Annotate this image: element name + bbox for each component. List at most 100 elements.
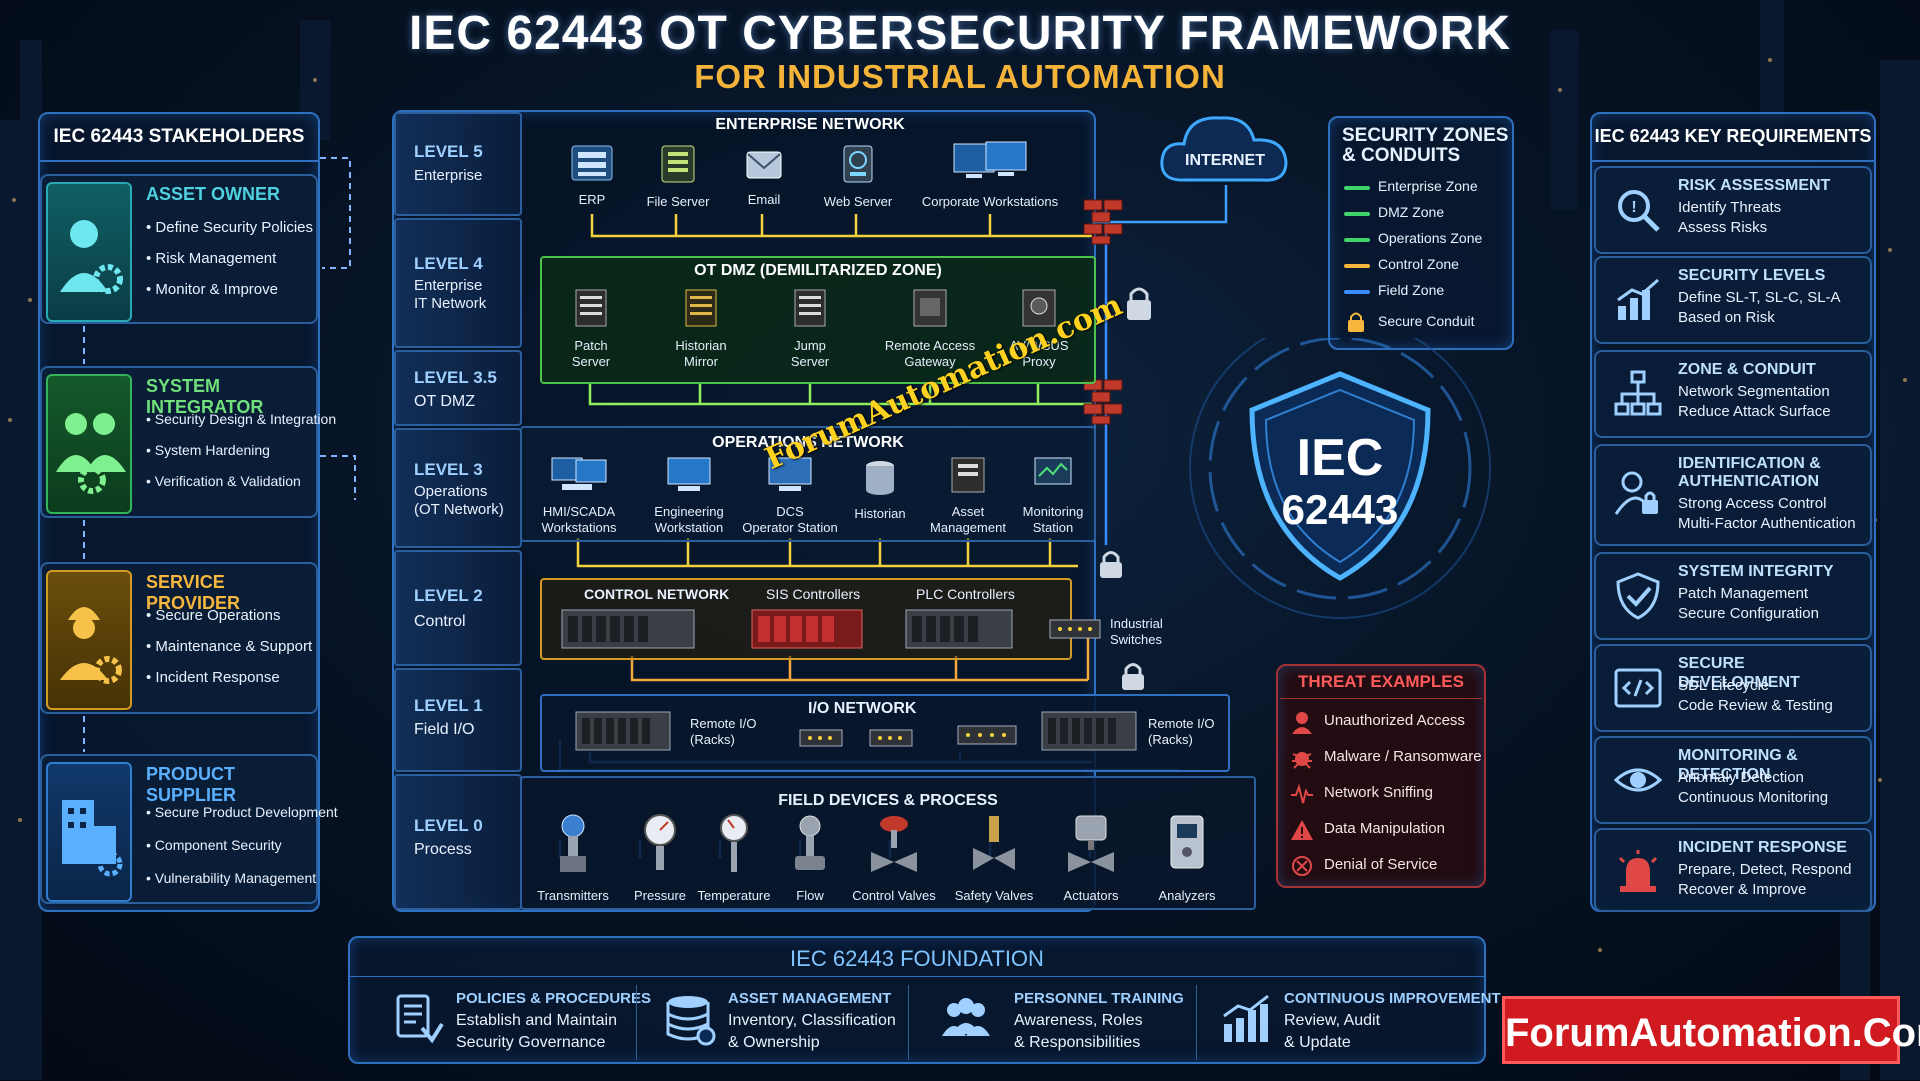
device-label: Switches: [1110, 632, 1163, 647]
requirement-title: RISK ASSESSMENT: [1678, 177, 1831, 194]
requirement-title: MONITORING & DETECTION: [1678, 747, 1798, 783]
stakeholder-list: Define Security Policies Risk Management…: [146, 212, 313, 305]
brand-logo[interactable]: ForumAutomation.Com: [1502, 996, 1920, 1064]
cloud-icon: [1160, 116, 1288, 182]
device-label: Industrial: [1110, 616, 1163, 631]
foundation-title: PERSONNEL TRAINING: [1014, 990, 1184, 1007]
device-label: Actuators: [1063, 888, 1119, 903]
device-label: Control Valves: [852, 888, 936, 903]
foundation-personnel-training: PERSONNEL TRAINING Awareness, Roles & Re…: [936, 990, 1186, 1070]
stakeholder-list: Security Design & Integration System Har…: [146, 404, 336, 497]
database-icon: [666, 996, 716, 1046]
padlock-icon: [1122, 663, 1144, 690]
bug-icon: [1292, 752, 1312, 769]
device-email: Email: [734, 146, 794, 208]
worker-gear-icon: [46, 570, 132, 710]
sis-controllers-title: SIS Controllers: [766, 586, 861, 602]
factory-gear-icon: [46, 762, 132, 902]
foundation-title: POLICIES & PROCEDURES: [456, 990, 652, 1007]
device-label: Email: [747, 192, 781, 207]
requirement-desc: Code Review & Testing: [1678, 697, 1833, 714]
list-item: Incident Response: [146, 662, 312, 693]
transmitter-icon: [560, 814, 586, 872]
industrial-switch-icon: [1049, 619, 1101, 639]
server-icon: [794, 289, 826, 327]
person-gear-icon: [46, 182, 132, 322]
sis-controller-icon: [751, 609, 863, 649]
requirement-system-integrity: SYSTEM INTEGRITY Patch Management Secure…: [1594, 552, 1872, 640]
device-label: Safety Valves: [954, 888, 1034, 903]
device-label: File Server: [646, 194, 710, 209]
network-tree-icon: [1614, 370, 1662, 416]
internet-label: INTERNET: [1185, 152, 1265, 169]
requirement-title: INCIDENT RESPONSE: [1678, 839, 1847, 856]
pulse-icon: [1291, 783, 1313, 804]
padlock-icon: [1127, 287, 1151, 320]
legend-swatch: [1344, 238, 1370, 242]
requirement-title: SECURE DEVELOPMENT: [1678, 655, 1800, 691]
legend-swatch: [1344, 290, 1370, 294]
device-label: (Racks): [1148, 732, 1193, 747]
level-desc: IT Network: [414, 295, 487, 312]
list-item: System Hardening: [146, 435, 336, 466]
page-subtitle: FOR INDUSTRIAL AUTOMATION: [694, 58, 1226, 95]
remote-io-left-label: Remote I/O(Racks): [690, 716, 756, 748]
requirement-title: AUTHENTICATION: [1678, 473, 1820, 490]
threats-divider: [1280, 698, 1482, 699]
code-icon: [1614, 668, 1662, 708]
device-temperature: Temperature: [688, 812, 780, 904]
list-item: Vulnerability Management: [146, 862, 338, 895]
stakeholder-service-provider: SERVICE PROVIDER Secure Operations Maint…: [40, 562, 318, 714]
analyzer-icon: [1170, 815, 1204, 869]
foundation-policies: POLICIES & PROCEDURES Establish and Main…: [392, 990, 651, 1070]
level-desc: Enterprise: [414, 167, 483, 184]
device-label: Transmitters: [537, 888, 609, 903]
remote-io-rack-icon: [575, 711, 671, 751]
enterprise-network-title: ENTERPRISE NETWORK: [715, 116, 905, 133]
device-label: Server: [790, 354, 830, 369]
legend-swatch: [1344, 186, 1370, 190]
device-label: Remote I/O: [690, 716, 757, 731]
threat-label: Malware / Ransomware: [1324, 748, 1482, 765]
user-lock-icon: [1614, 471, 1658, 515]
firewall-icon: [1083, 199, 1123, 245]
device-flow: Flow: [780, 812, 840, 904]
document-check-icon: [396, 994, 444, 1044]
list-item: Define Security Policies: [146, 212, 313, 243]
safety-valve-icon: [973, 816, 1015, 870]
server-icon: [685, 289, 717, 327]
device-label: Workstations: [541, 520, 617, 535]
device-label: Gateway: [904, 354, 956, 369]
foundation-separator: [636, 985, 637, 1060]
risk-search-icon: !: [1618, 190, 1660, 232]
device-corporate-workstations: Corporate Workstations: [920, 140, 1060, 210]
stakeholder-system-integrator: SYSTEM INTEGRATOR Security Design & Inte…: [40, 366, 336, 518]
web-server-icon: [843, 145, 873, 183]
requirement-desc: Secure Configuration: [1678, 605, 1819, 622]
threats-heading: THREAT EXAMPLES: [1298, 672, 1464, 691]
device-actuators: Actuators: [1050, 812, 1132, 904]
proxy-icon: [1022, 289, 1056, 327]
plc-controller-icon: [905, 609, 1013, 649]
hacker-icon: [1292, 712, 1312, 734]
requirement-title: SECURITY LEVELS: [1678, 267, 1826, 284]
requirement-title: SYSTEM INTEGRITY: [1678, 563, 1834, 580]
requirement-title: IDENTIFICATION &: [1678, 455, 1821, 472]
device-label: Server: [571, 354, 611, 369]
requirement-desc: Assess Risks: [1678, 219, 1768, 236]
requirement-incident-response: INCIDENT RESPONSE Prepare, Detect, Respo…: [1594, 828, 1872, 912]
requirement-desc: Continuous Monitoring: [1678, 789, 1829, 806]
requirement-desc: Recover & Improve: [1678, 881, 1807, 898]
field-devices-title: FIELD DEVICES & PROCESS: [778, 792, 998, 809]
requirement-desc: Reduce Attack Surface: [1678, 403, 1831, 420]
